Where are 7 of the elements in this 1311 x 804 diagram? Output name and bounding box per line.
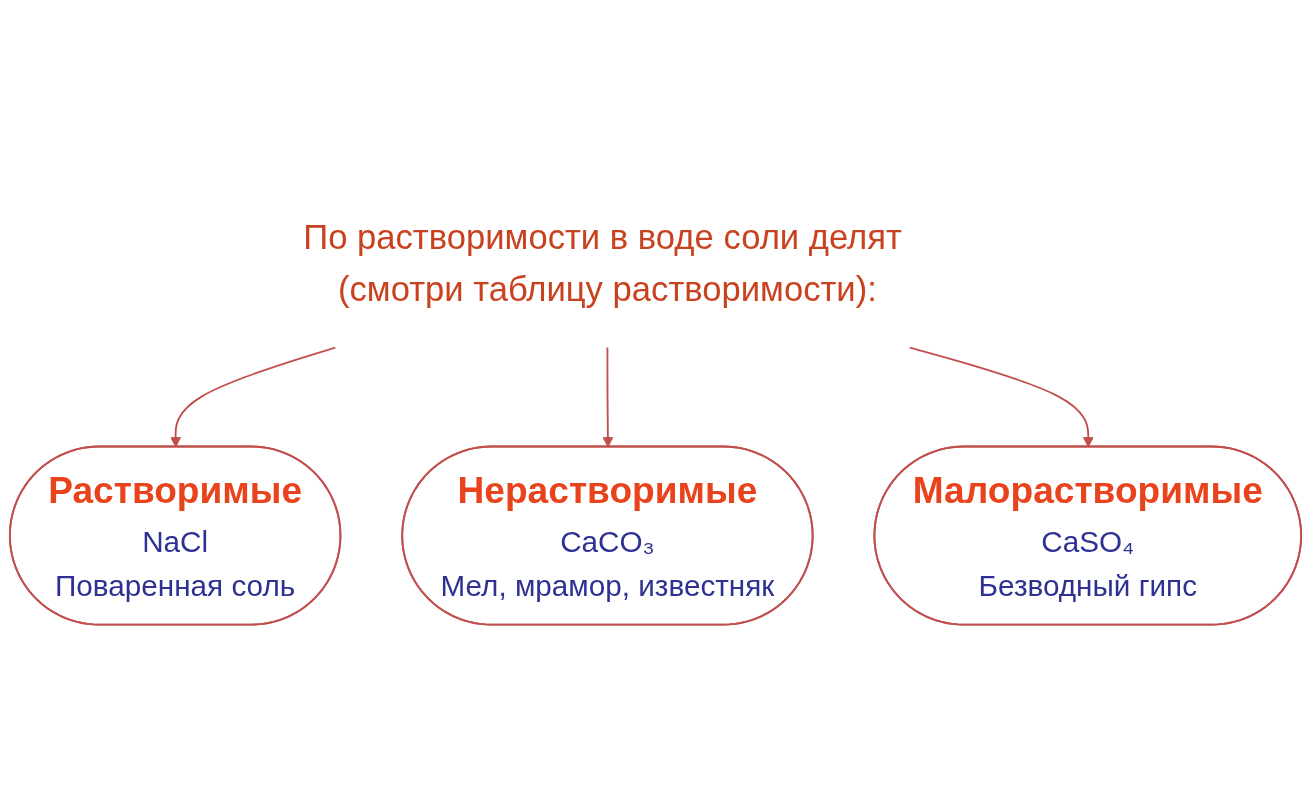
oval-node: Нерастворимые CaCO₃ Мел, мрамор, известняк bbox=[401, 445, 814, 626]
heading-text: По растворимости в воде соли делят (смотри таблицу растворимости): bbox=[303, 217, 902, 308]
arrow bbox=[602, 346, 614, 448]
oval-node: Малорастворимые CaSO₄ Безводный гипс bbox=[873, 445, 1303, 626]
oval-node: Растворимые NaCl Поваренная соль bbox=[8, 445, 342, 626]
arrow bbox=[170, 346, 337, 448]
arrow bbox=[908, 346, 1094, 448]
